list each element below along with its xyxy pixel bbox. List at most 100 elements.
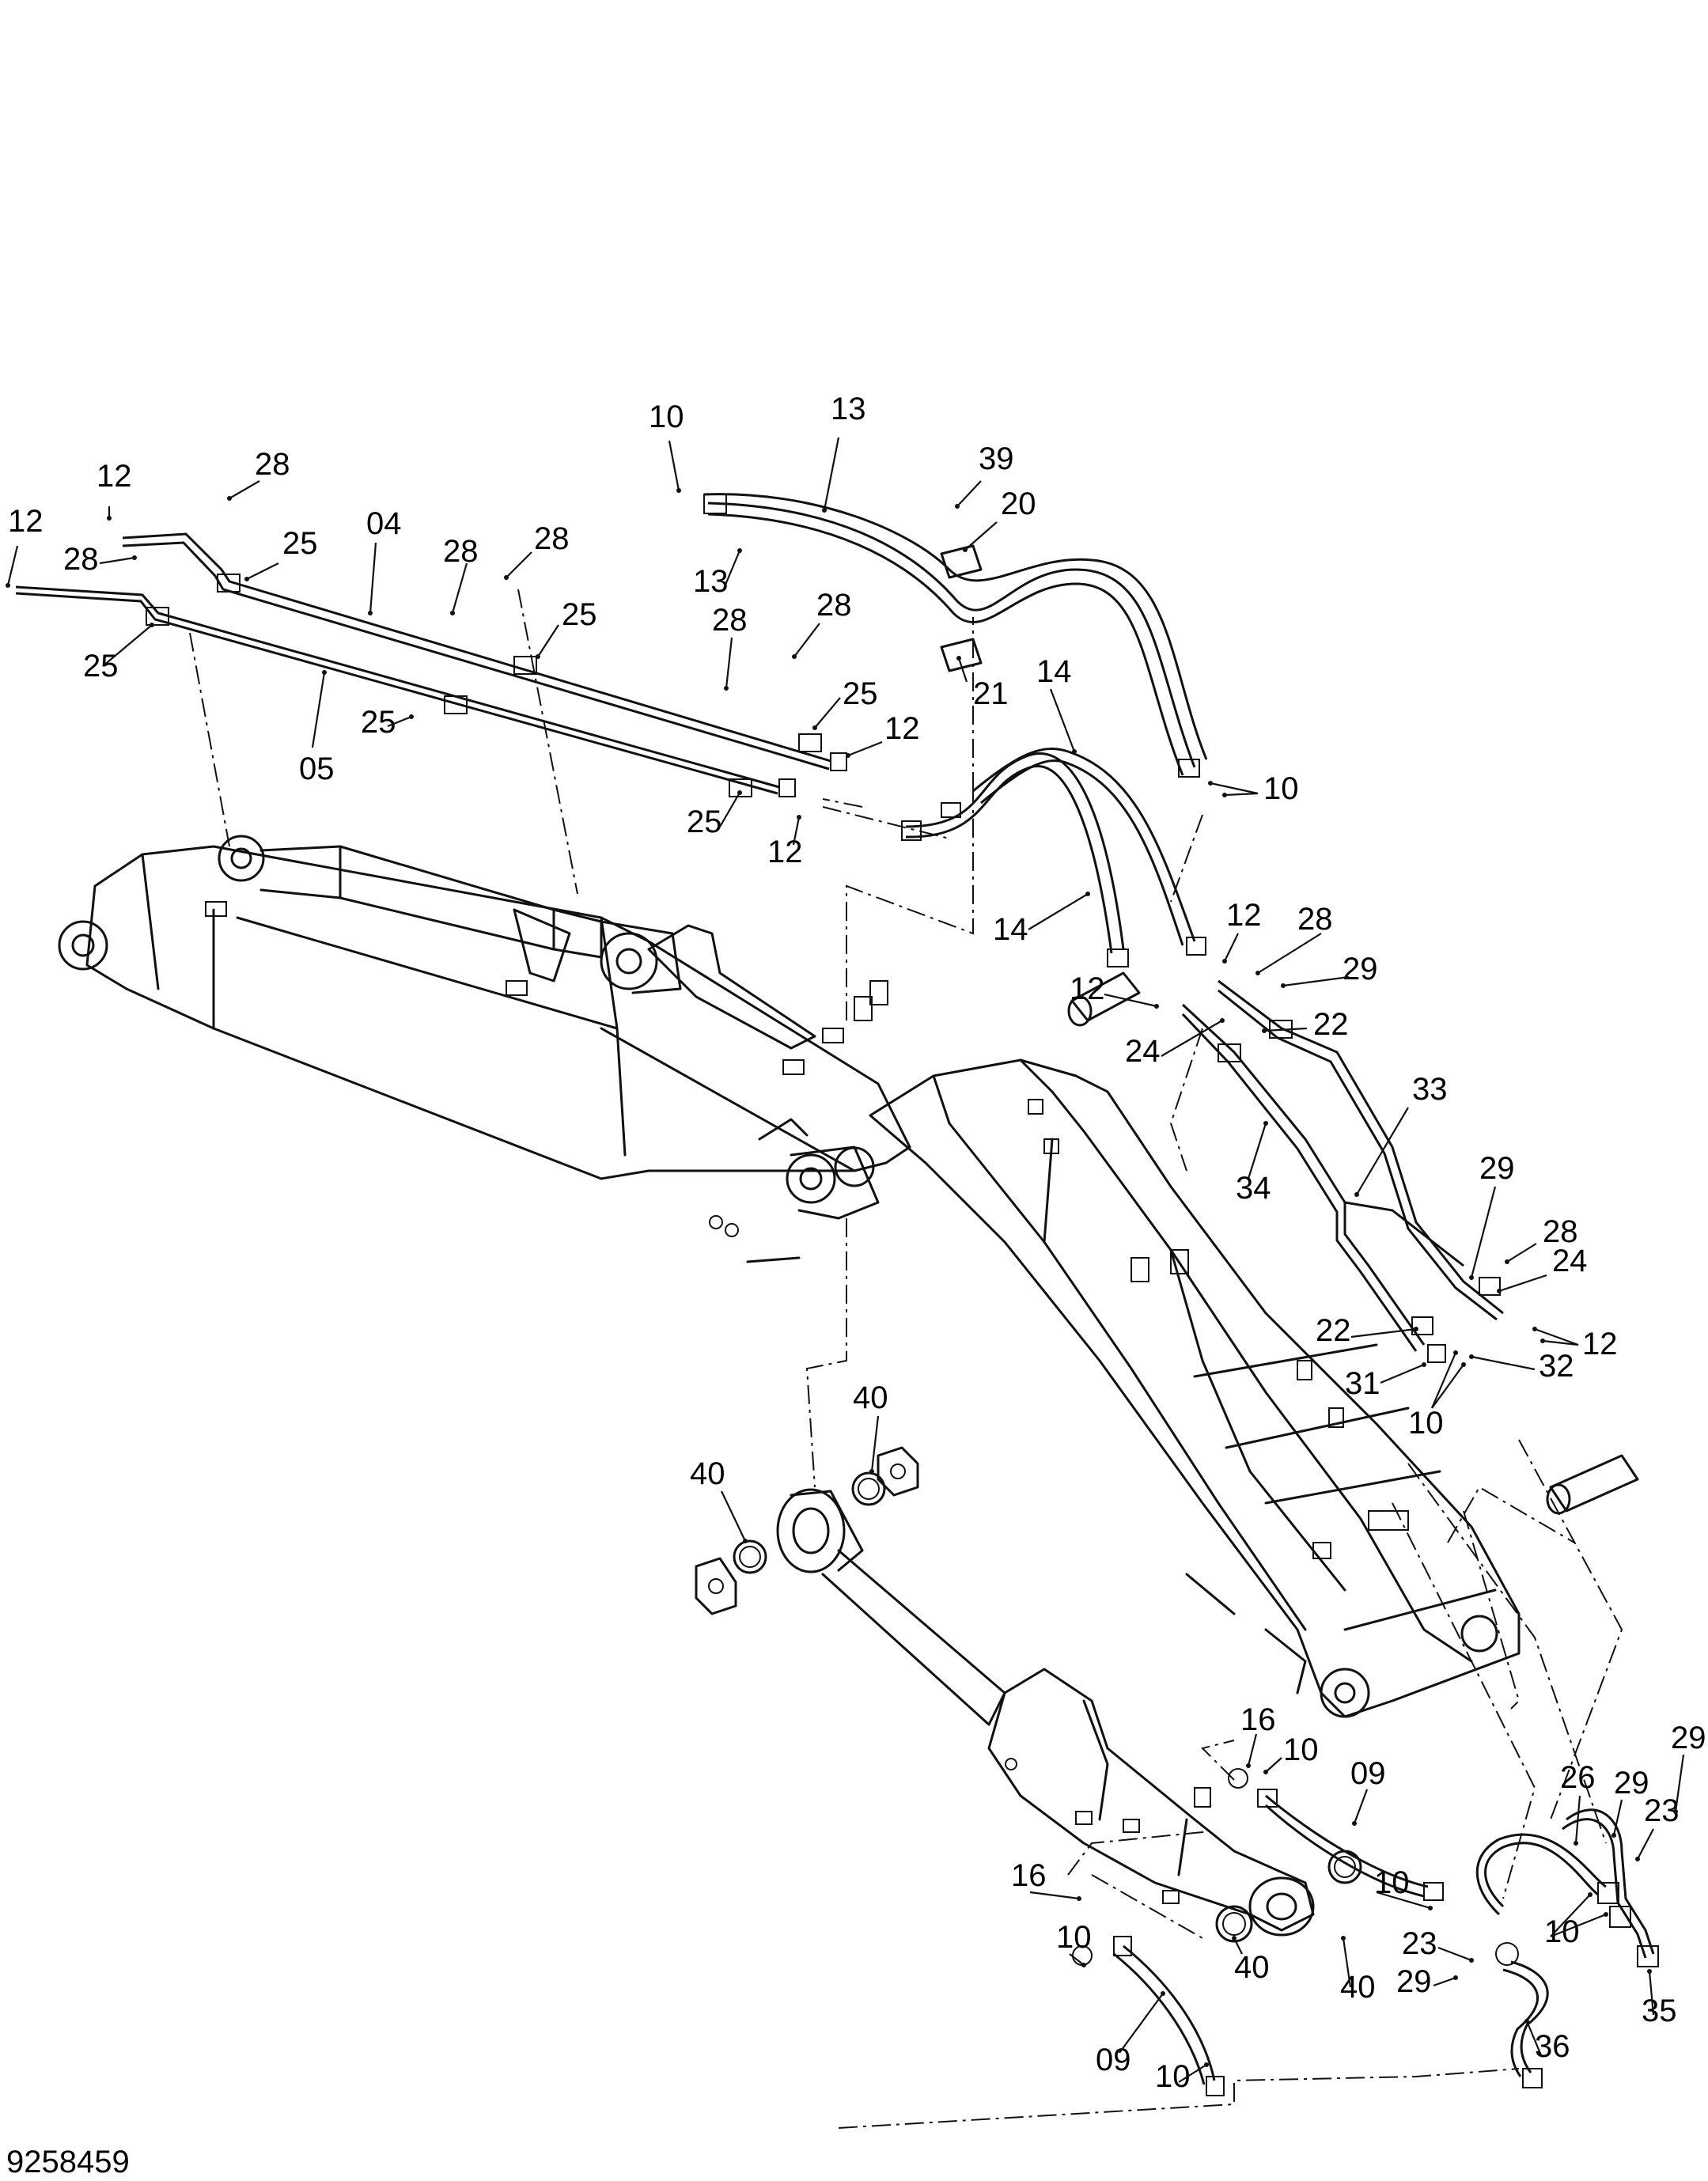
boom-cylinder [776, 1488, 1315, 1937]
callout-leader-13 [823, 437, 840, 511]
callout-label-12: 12 [97, 459, 132, 494]
callout-label-24: 24 [1552, 1244, 1588, 1278]
callout-leader-29 [1612, 1799, 1623, 1836]
callout-leader-14 [1028, 893, 1089, 930]
callout-leader-28 [1506, 1243, 1537, 1263]
callout-leader-end-12 [1154, 1004, 1159, 1009]
callout-label-32: 32 [1539, 1349, 1574, 1384]
callout-leader-40 [721, 1490, 746, 1542]
callout-leader-22 [1350, 1327, 1417, 1339]
callout-leader-10 [1069, 1953, 1085, 1966]
hoses-09 [1072, 1768, 1444, 2096]
callout-leader-end-12 [1540, 1339, 1545, 1343]
callout-label-23: 23 [1644, 1793, 1680, 1828]
callout-leader-10 [1178, 2064, 1207, 2083]
callout-leader-end-14 [1072, 749, 1077, 754]
callout-leader-28 [725, 637, 733, 689]
callout-leader-16 [1029, 1891, 1080, 1900]
callout-leader-28 [1257, 933, 1322, 974]
callout-leader-24 [1161, 1020, 1223, 1057]
callout-leader-04 [369, 542, 377, 614]
callout-leader-29 [1433, 1976, 1456, 1987]
callout-leader-26 [1574, 1795, 1581, 1844]
callout-leader-40 [1342, 1937, 1352, 1988]
pipes-04-05 [15, 532, 961, 818]
seals-and-shims [695, 1446, 1362, 1943]
callout-label-09: 09 [1096, 2043, 1131, 2077]
callout-label-12: 12 [1582, 1327, 1618, 1361]
callout-leader-35 [1648, 1971, 1655, 2016]
callout-leader-end-09 [1161, 1991, 1165, 1996]
callout-leader-25 [719, 792, 740, 827]
callout-label-36: 36 [1535, 2029, 1570, 2064]
callout-leader-23 [1437, 1946, 1472, 1962]
callout-label-26: 26 [1560, 1760, 1596, 1795]
callout-label-29: 29 [1396, 1964, 1432, 1999]
callout-leader-23 [1637, 1828, 1654, 1860]
callout-leader-end-28 [227, 496, 232, 501]
callout-leader-end-16 [1246, 1763, 1251, 1768]
callout-leader-29 [1470, 1186, 1497, 1278]
callout-label-25: 25 [687, 805, 722, 839]
callout-label-40: 40 [853, 1380, 888, 1415]
callout-leaders [6, 437, 1685, 2083]
callout-leader-31 [1380, 1363, 1425, 1384]
callout-label-31: 31 [1345, 1366, 1380, 1401]
callout-leader-end-26 [1574, 1841, 1578, 1846]
callout-label-05: 05 [299, 752, 335, 786]
callout-leader-end-10 [1081, 1963, 1086, 1967]
callout-label-25: 25 [83, 649, 119, 683]
callout-label-40: 40 [1340, 1970, 1376, 2005]
callout-label-29: 29 [1479, 1151, 1515, 1186]
callout-leader-end-10 [1222, 793, 1227, 797]
callout-leader-end-10 [1208, 781, 1213, 786]
callout-leader-end-10 [676, 488, 681, 493]
callout-label-28: 28 [1297, 902, 1333, 937]
callout-leader-end-40 [869, 1469, 874, 1474]
boom-assembly [709, 971, 1639, 1718]
callout-leader-29 [1674, 1754, 1685, 1812]
callout-leader-end-20 [963, 547, 968, 552]
callout-leader-end-40 [1232, 1936, 1237, 1941]
callout-label-22: 22 [1316, 1313, 1351, 1348]
callout-leader-10 [1265, 1757, 1282, 1773]
assembly-center-lines [189, 589, 1623, 2129]
callout-leader-28 [99, 556, 135, 565]
callout-leader-end-29 [1673, 1809, 1678, 1814]
callout-leader-12 [847, 740, 883, 757]
callout-label-29: 29 [1343, 952, 1378, 986]
callout-leader-40 [1233, 1937, 1243, 1955]
callout-label-10: 10 [1155, 2059, 1191, 2094]
callout-leader-end-40 [1341, 1936, 1346, 1941]
callout-label-14: 14 [1036, 654, 1072, 689]
arm-assembly [58, 835, 911, 1180]
callout-leader-end-34 [1263, 1121, 1268, 1126]
callout-leader-end-24 [1497, 1289, 1502, 1293]
callout-label-22: 22 [1313, 1007, 1349, 1042]
callout-label-16: 16 [1240, 1702, 1276, 1737]
callout-leader-end-12 [797, 815, 801, 820]
callout-label-39: 39 [979, 441, 1014, 476]
callout-leader-end-29 [1469, 1275, 1474, 1280]
pipes-35-36 [1475, 1808, 1659, 2088]
callout-leader-28 [229, 480, 260, 499]
callout-leader-28 [793, 623, 820, 657]
callout-leader-end-12 [6, 583, 10, 588]
callout-label-40: 40 [1234, 1950, 1270, 1985]
callout-leader-end-28 [792, 654, 797, 659]
callout-leader-10 [1431, 1364, 1464, 1409]
callout-leader-12 [6, 545, 19, 586]
callout-leader-end-10 [1461, 1362, 1466, 1367]
callout-leader-end-10 [1453, 1350, 1458, 1355]
callout-label-12: 12 [1226, 898, 1262, 933]
callout-label-16: 16 [1011, 1858, 1047, 1893]
callout-leader-32 [1471, 1355, 1536, 1371]
callout-leader-end-33 [1354, 1192, 1359, 1197]
callout-label-09: 09 [1350, 1756, 1386, 1791]
callout-leader-end-13 [822, 508, 827, 513]
callout-leader-end-28 [1255, 971, 1260, 975]
callout-leader-end-32 [1469, 1354, 1474, 1359]
callout-leader-25 [102, 624, 153, 667]
callout-leader-end-23 [1635, 1857, 1640, 1861]
